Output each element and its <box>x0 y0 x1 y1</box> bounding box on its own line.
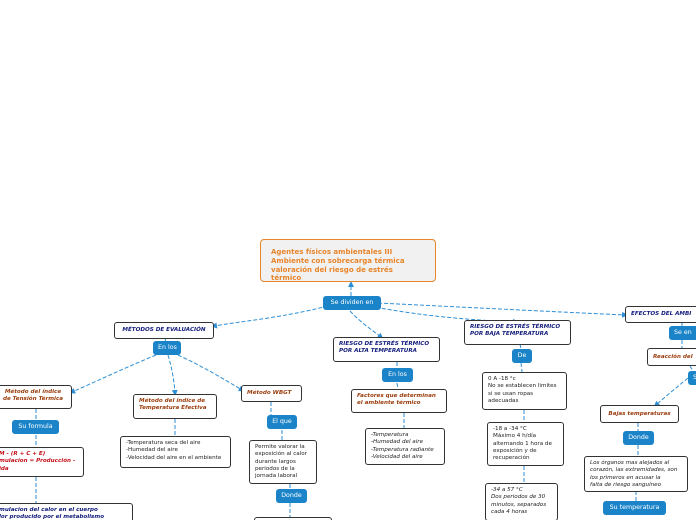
connector-donde-bajas[interactable]: Donde <box>623 431 654 445</box>
node-organos-alejados[interactable]: Los órganos mas alejados al corazón, las… <box>584 456 688 492</box>
connector-se-dividen-en[interactable]: Se dividen en <box>323 296 381 310</box>
connector-se-en[interactable]: Se en <box>669 326 696 340</box>
node-wbgt-descripcion[interactable]: Permite valorar la exposición al calor d… <box>249 440 317 484</box>
node-formula[interactable]: M - (R + C + E) mulacion = Producción - … <box>0 447 84 477</box>
node-riesgo-alta-temperatura[interactable]: RIESGO DE ESTRÉS TÉRMICO POR ALTA TEMPER… <box>333 337 440 362</box>
connector-donde-wbgt[interactable]: Donde <box>276 489 307 503</box>
connector-el-que[interactable]: El que <box>267 415 297 429</box>
root-title-node[interactable]: Agentes físicos ambientales III Ambiente… <box>260 239 436 282</box>
node-wbgt-donde-child[interactable] <box>254 517 332 520</box>
node-rango-34-a-57[interactable]: -34 a 57 °C Dos periodos de 30 minutos, … <box>485 483 558 520</box>
node-temperatura-list[interactable]: -Temperatura seca del aire -Humedad del … <box>120 436 231 468</box>
node-factores-ambiente-termico[interactable]: Factores que determinan el ambiente térm… <box>351 389 447 413</box>
connector-de[interactable]: De <box>512 349 532 363</box>
node-indice-temperatura-efectiva[interactable]: Método del índice de Temperatura Efectiv… <box>133 394 217 419</box>
node-riesgo-baja-temperatura[interactable]: RIESGO DE ESTRÉS TÉRMICO POR BAJA TEMPER… <box>464 320 571 345</box>
node-rango-0-a-18[interactable]: 0 A -18 °c No se establecen limites si s… <box>482 372 567 410</box>
connector-su-formula[interactable]: Su formula <box>12 420 59 434</box>
connector-su-temperatura[interactable]: Su temperatura <box>603 501 666 515</box>
node-metodos-evaluacion[interactable]: MÉTODOS DE EVALUACIÓN <box>114 322 214 339</box>
node-acumulacion-calor[interactable]: mulacion del calor en el cuerpo lor prod… <box>0 503 133 520</box>
node-reaccion-del[interactable]: Reacción del <box>647 348 696 366</box>
connector-en-los-metodos[interactable]: En los <box>153 341 181 355</box>
node-metodo-wbgt[interactable]: Método WBGT <box>241 385 302 402</box>
node-efectos-del-ambiente[interactable]: EFECTOS DEL AMBI <box>625 306 696 323</box>
connector-s[interactable]: S <box>688 371 696 385</box>
connector-en-los-alta[interactable]: En los <box>382 368 413 382</box>
node-rango-18-a-34[interactable]: -18 a -34 °C Máximo 4 h/día alternando 1… <box>487 422 564 466</box>
node-bajas-temperaturas[interactable]: Bajas temperaturas <box>600 405 679 423</box>
node-factores-list[interactable]: -Temperatura -Humedad del aire -Temperat… <box>365 428 445 465</box>
node-indice-tension-termica[interactable]: Método del índice de Tensión Térmica <box>0 385 72 409</box>
